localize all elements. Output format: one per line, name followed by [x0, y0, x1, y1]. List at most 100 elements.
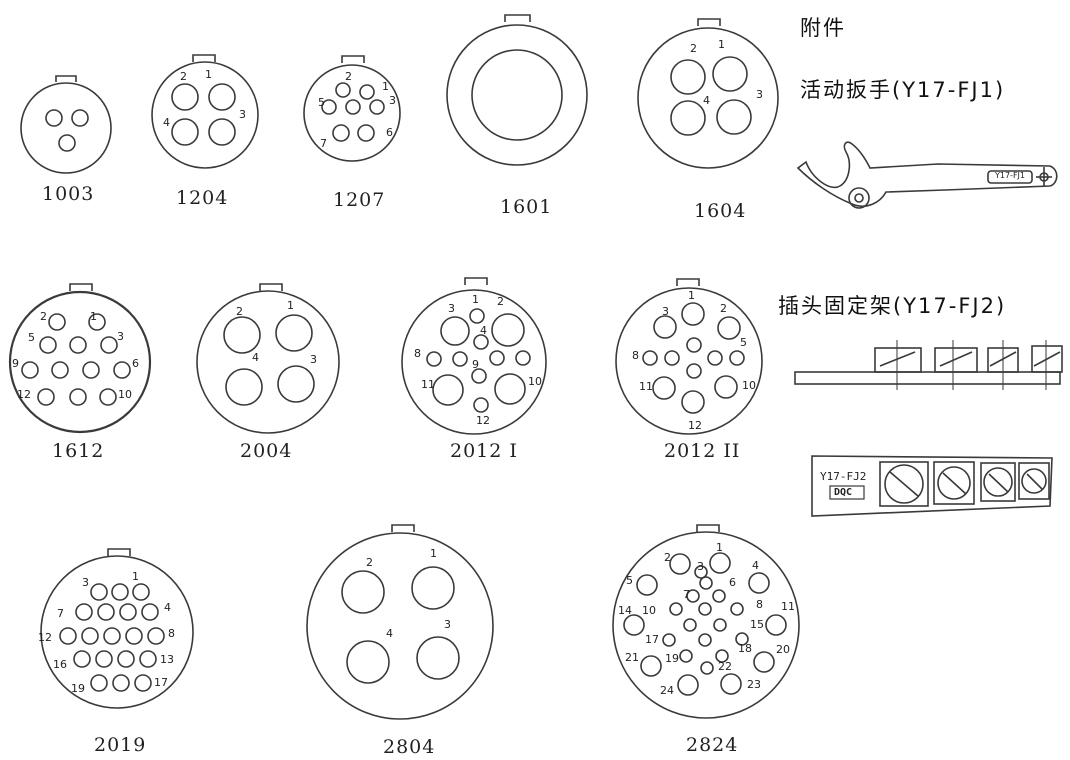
pin-label: 6 [386, 126, 393, 139]
pin-label: 24 [660, 684, 674, 697]
pin-label: 12 [17, 388, 31, 401]
pin-label: 1 [430, 547, 437, 560]
connector-1003-face [20, 75, 112, 174]
pin-label: 2 [180, 70, 187, 83]
pin-label: 1 [472, 293, 479, 306]
pin-label: 12 [476, 414, 490, 427]
connector-2012-i-label: 2012 I [450, 440, 518, 462]
pin-label: 11 [781, 600, 795, 613]
pin-label: 4 [164, 601, 171, 614]
connector-2019-face: 3 1 7 4 12 8 16 13 19 17 [38, 548, 194, 709]
pin-label: 11 [421, 378, 435, 391]
pin-label: 19 [665, 652, 679, 665]
pin-label: 11 [639, 380, 653, 393]
connector-2804-face: 2 1 4 3 [306, 524, 494, 720]
pin-label: 3 [697, 560, 704, 573]
pin-label: 17 [645, 633, 659, 646]
pin-label: 2 [345, 70, 352, 83]
bracket-plate-label: Y17-FJ2 [820, 470, 867, 483]
connector-2012-ii-face: 1 3 2 5 8 11 10 12 [615, 278, 763, 435]
pin-label: 17 [154, 676, 168, 689]
pin-label: 10 [528, 375, 542, 388]
pin-label: 2 [690, 42, 697, 55]
pin-label: 19 [71, 682, 85, 695]
pin-label: 20 [776, 643, 790, 656]
pin-label: 9 [12, 357, 19, 370]
pin-label: 12 [688, 419, 702, 432]
pin-label: 2 [664, 551, 671, 564]
pin-label: 3 [117, 330, 124, 343]
connector-1207-face: 2 1 5 3 6 7 [303, 55, 401, 162]
pin-label: 10 [118, 388, 132, 401]
connector-2804-label: 2804 [383, 736, 436, 758]
connector-2824-face: 2 1 3 4 5 6 7 8 10 11 14 15 17 18 19 20 … [612, 524, 800, 719]
pin-label: 2 [497, 295, 504, 308]
bracket-side-view [794, 340, 1063, 390]
pin-label: 1 [716, 541, 723, 554]
connector-1601-label: 1601 [500, 196, 553, 218]
connector-1612-face: 2 1 5 3 9 6 12 10 [8, 283, 152, 434]
connector-1604-face: 2 1 3 4 [637, 18, 779, 169]
pin-label: 4 [163, 116, 170, 129]
pin-label: 2 [720, 302, 727, 315]
bracket-top-view [811, 455, 1053, 517]
pin-label: 3 [82, 576, 89, 589]
pin-label: 2 [366, 556, 373, 569]
pin-label: 2 [40, 310, 47, 323]
pin-label: 4 [480, 324, 487, 337]
pin-label: 13 [160, 653, 174, 666]
pin-label: 21 [625, 651, 639, 664]
pin-label: 12 [38, 631, 52, 644]
pin-label: 3 [448, 302, 455, 315]
connector-2012-i-face: 3 1 2 4 8 9 11 10 12 [401, 277, 547, 435]
pin-label: 14 [618, 604, 632, 617]
pin-label: 10 [742, 379, 756, 392]
pin-label: 1 [205, 68, 212, 81]
pin-label: 3 [444, 618, 451, 631]
connector-2824-label: 2824 [686, 734, 739, 756]
pin-label: 3 [756, 88, 763, 101]
pin-label: 7 [683, 588, 690, 601]
pin-label: 23 [747, 678, 761, 691]
pin-label: 5 [28, 331, 35, 344]
pin-label: 15 [750, 618, 764, 631]
connector-1204-label: 1204 [176, 187, 229, 209]
bracket-title: 插头固定架(Y17-FJ2) [778, 294, 1007, 318]
pin-label: 1 [382, 80, 389, 93]
connector-1604-label: 1604 [694, 200, 747, 222]
connector-1204-face: 2 1 3 4 [151, 54, 259, 169]
pin-label: 22 [718, 660, 732, 673]
pin-label: 4 [703, 94, 710, 107]
pin-label: 8 [168, 627, 175, 640]
pin-label: 1 [287, 299, 294, 312]
pin-label: 8 [414, 347, 421, 360]
wrench-title: 活动扳手(Y17-FJ1) [800, 78, 1006, 102]
pin-label: 5 [318, 96, 325, 109]
pin-label: 9 [472, 358, 479, 371]
connector-2004-face: 2 1 4 3 [196, 283, 340, 434]
pin-label: 3 [310, 353, 317, 366]
connector-2004-label: 2004 [240, 440, 293, 462]
pin-label: 2 [236, 305, 243, 318]
pin-label: 8 [756, 598, 763, 611]
pin-label: 3 [239, 108, 246, 121]
accessories-heading: 附件 [800, 16, 846, 40]
pin-label: 10 [642, 604, 656, 617]
bracket-badge: DQC [834, 487, 853, 498]
pin-label: 1 [90, 310, 97, 323]
pin-label: 1 [688, 289, 695, 302]
pin-label: 6 [729, 576, 736, 589]
wrench-illustration [796, 141, 1058, 209]
connector-1601-face [446, 14, 588, 166]
connector-2019-label: 2019 [94, 734, 147, 756]
pin-label: 8 [632, 349, 639, 362]
pin-label: 7 [320, 137, 327, 150]
pin-label: 5 [626, 574, 633, 587]
connector-2012-ii-label: 2012 II [664, 440, 741, 462]
pin-label: 4 [386, 627, 393, 640]
pin-label: 6 [132, 357, 139, 370]
pin-label: 3 [662, 305, 669, 318]
pin-label: 4 [252, 351, 259, 364]
